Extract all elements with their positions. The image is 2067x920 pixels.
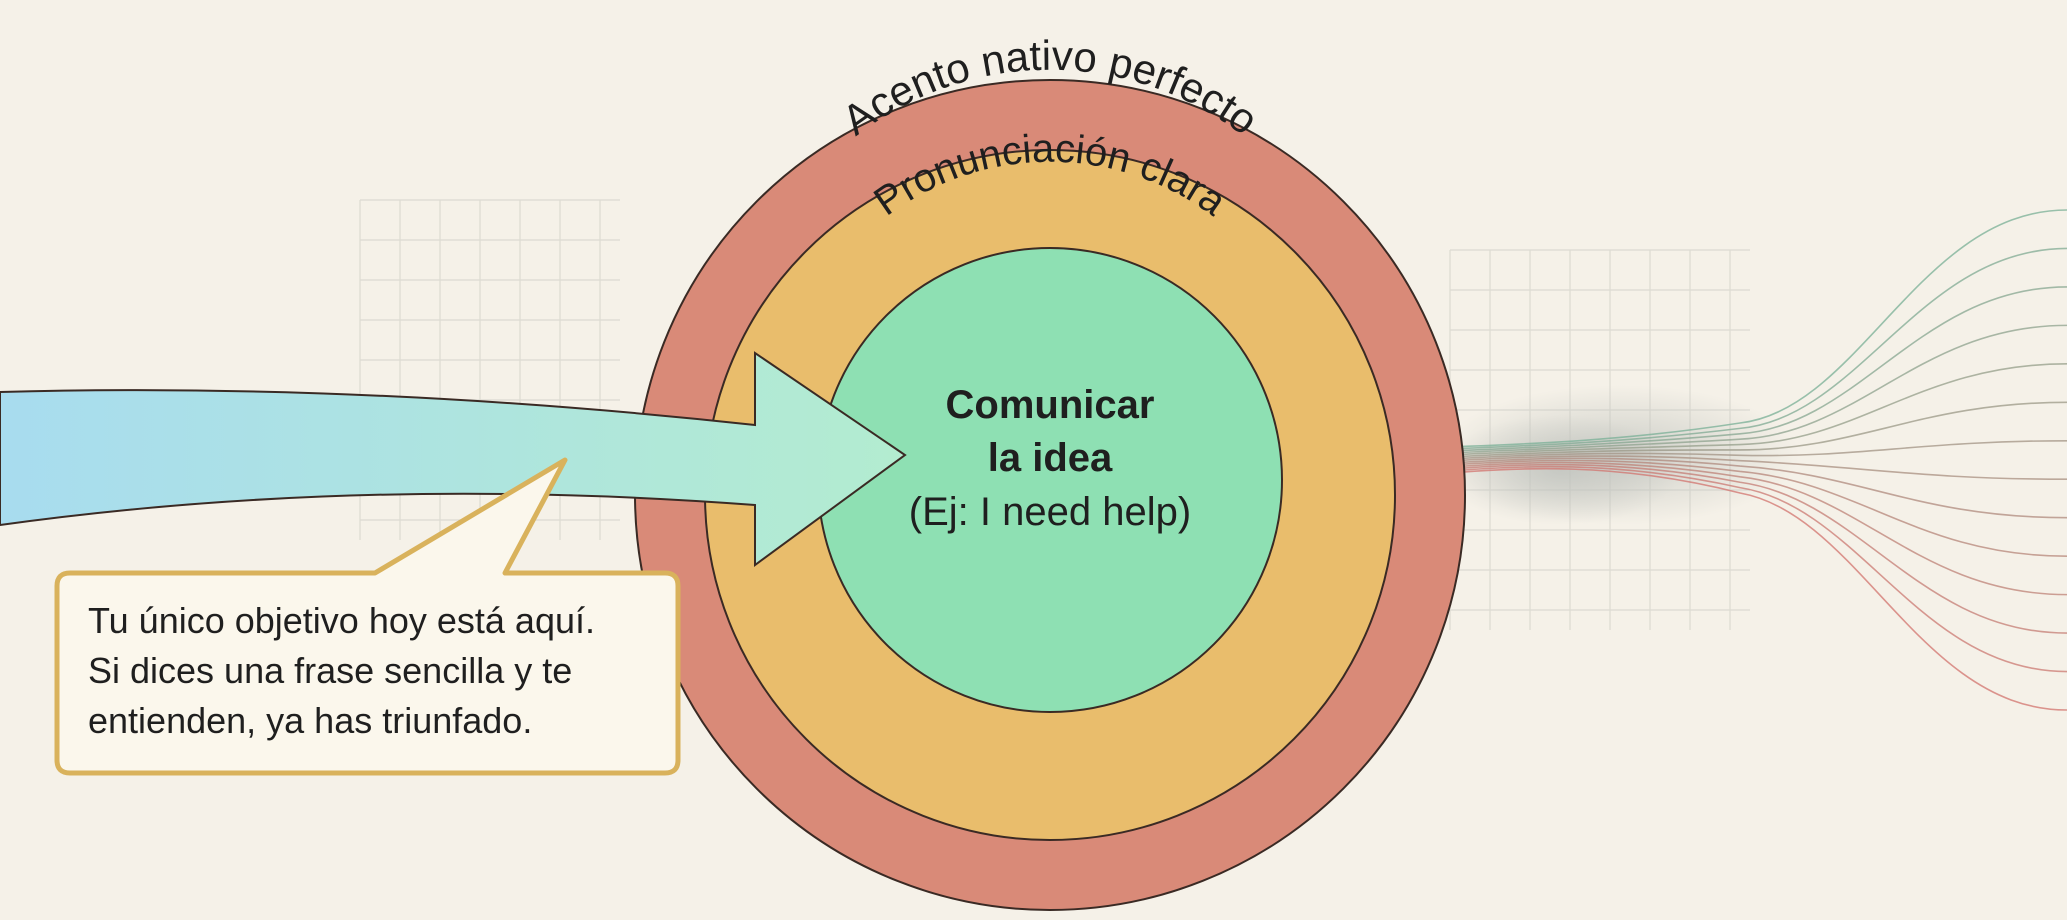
center-circle-communicate-idea — [817, 247, 1283, 713]
callout-line-2: Si dices una frase sencilla y te — [88, 650, 572, 691]
callout-bubble — [54, 457, 681, 776]
callout-line-3: entienden, ya has triunfado. — [88, 700, 532, 741]
callout-line-1: Tu único objetivo hoy está aquí. — [88, 600, 595, 641]
center-example-text: (Ej: I need help) — [909, 490, 1191, 534]
center-title-line2: la idea — [988, 436, 1113, 480]
arrow-to-center — [0, 351, 907, 567]
center-title-line1: Comunicar — [946, 383, 1155, 427]
